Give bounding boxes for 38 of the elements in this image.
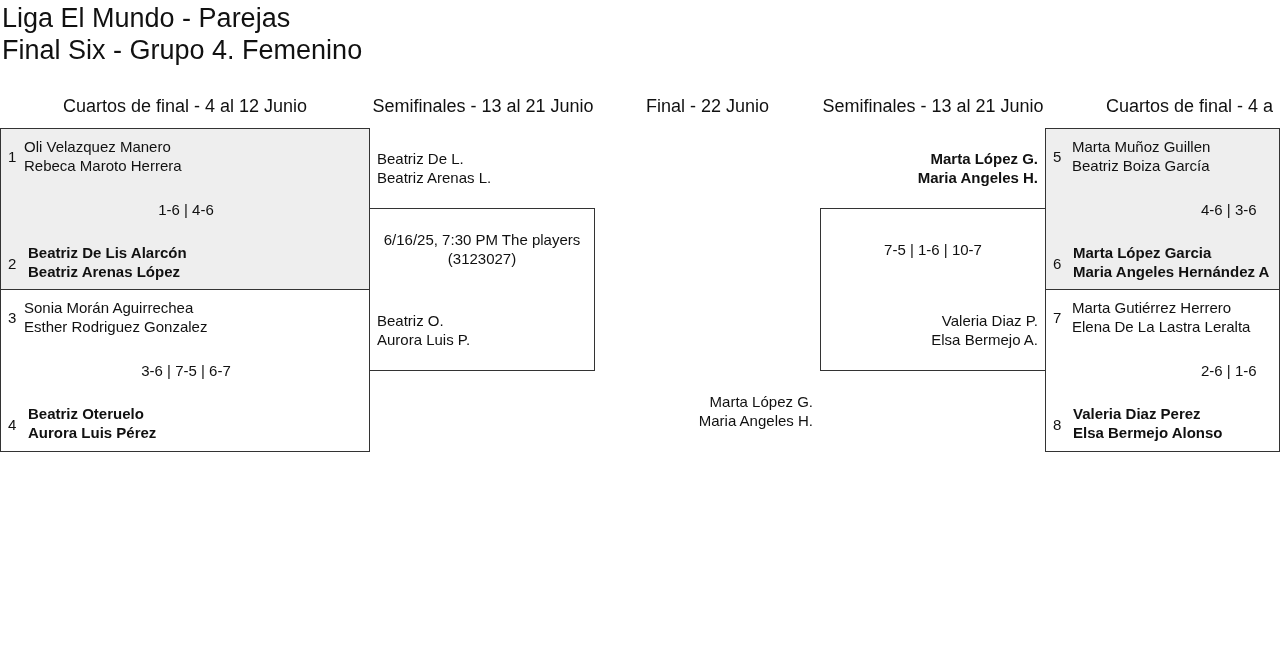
team-names: Marta Gutiérrez Herrero Elena De La Lastra Leralta	[1072, 298, 1252, 336]
seed-number: 3	[8, 308, 17, 327]
match-card	[1045, 128, 1280, 290]
seed-number: 2	[8, 254, 17, 273]
team-names: Marta López G. Maria Angeles H.	[916, 149, 1038, 187]
team-names: Marta Muñoz Guillen Beatriz Boiza García	[1072, 137, 1212, 175]
match-score: 3-6 | 7-5 | 6-7	[140, 361, 232, 380]
match-score: 7-5 | 1-6 | 10-7	[883, 240, 983, 259]
seed-number: 7	[1053, 308, 1062, 327]
team-names: Marta López Garcia Maria Angeles Hernández A	[1073, 243, 1271, 281]
seed-number: 8	[1053, 415, 1062, 434]
team-names: Beatriz De L. Beatriz Arenas L.	[377, 149, 493, 187]
match-card	[0, 128, 370, 290]
team-names: Oli Velazquez Manero Rebeca Maroto Herrera	[24, 137, 183, 175]
team-names: Beatriz De Lis Alarcón Beatriz Arenas López	[28, 243, 188, 281]
seed-number: 4	[8, 415, 17, 434]
match-info: 6/16/25, 7:30 PM The players (3123027)	[382, 230, 582, 268]
seed-number: 1	[8, 147, 17, 166]
team-names: Valeria Diaz Perez Elsa Bermejo Alonso	[1073, 404, 1224, 442]
team-names: Valeria Diaz P. Elsa Bermejo A.	[930, 311, 1038, 349]
match-card	[0, 289, 370, 452]
team-names: Beatriz O. Aurora Luis P.	[377, 311, 472, 349]
seed-number: 5	[1053, 147, 1062, 166]
round-heading: Final - 22 Junio	[644, 96, 771, 117]
round-heading: Semifinales - 13 al 21 Junio	[821, 96, 1045, 117]
seed-number: 6	[1053, 254, 1062, 273]
round-heading: Cuartos de final - 4 al 12 Junio	[61, 96, 309, 117]
match-score: 2-6 | 1-6	[1201, 361, 1257, 380]
round-heading: Cuartos de final - 4 a	[1106, 96, 1274, 117]
team-names: Marta López G. Maria Angeles H.	[697, 392, 813, 430]
page-subtitle: Final Six - Grupo 4. Femenino	[2, 34, 363, 66]
page-title: Liga El Mundo - Parejas	[2, 2, 291, 34]
match-score: 1-6 | 4-6	[157, 200, 215, 219]
team-names: Sonia Morán Aguirrechea Esther Rodriguez Gonzalez	[24, 298, 209, 336]
round-heading: Semifinales - 13 al 21 Junio	[371, 96, 595, 117]
team-names: Beatriz Oteruelo Aurora Luis Pérez	[28, 404, 158, 442]
match-card	[1045, 289, 1280, 452]
match-score: 4-6 | 3-6	[1201, 200, 1257, 219]
